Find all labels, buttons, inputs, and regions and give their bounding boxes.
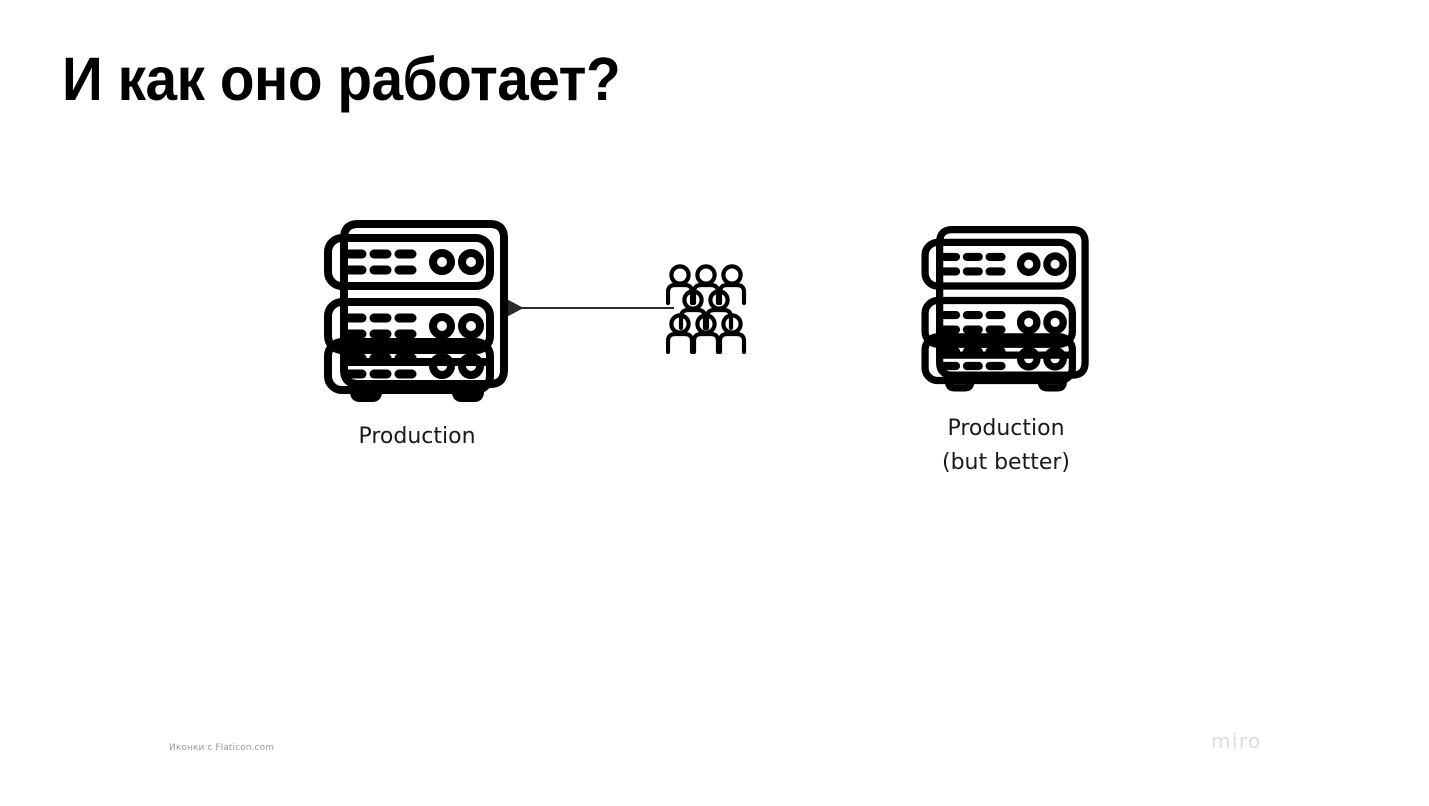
connector-users-to-production xyxy=(507,299,674,317)
server-rack-icon xyxy=(324,220,508,402)
diagram-node-production[interactable]: Production xyxy=(318,212,516,454)
server-rack-icon xyxy=(921,226,1089,392)
node-label-production: Production xyxy=(358,424,476,449)
attribution-text: Иконки с Flaticon.com xyxy=(169,743,275,753)
page-title: И как оно работает? xyxy=(62,45,621,113)
miro-watermark: miro xyxy=(1211,729,1262,753)
diagram-node-users[interactable] xyxy=(666,262,758,354)
node-label-production-but-better: Production (but better) xyxy=(941,416,1071,476)
diagram-node-production-but-better[interactable]: Production (but better) xyxy=(916,216,1096,480)
crowd-of-people-icon xyxy=(666,264,747,354)
